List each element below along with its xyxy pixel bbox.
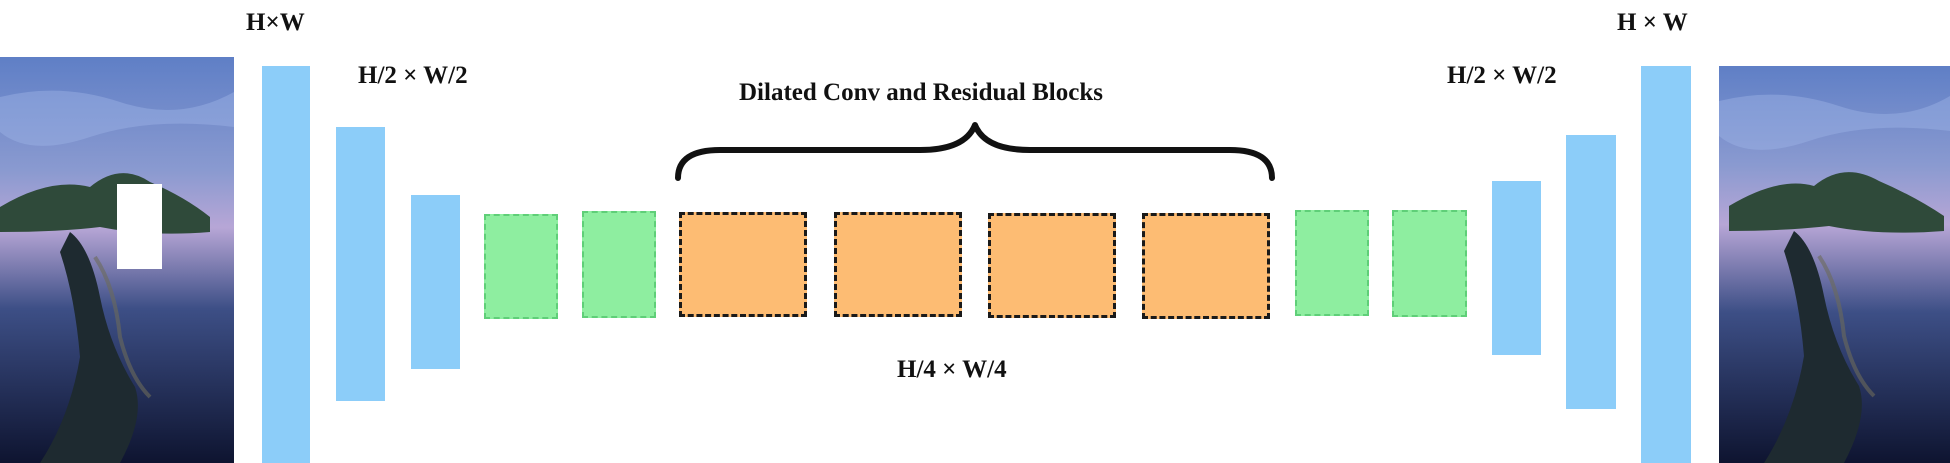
transition-block-1 — [484, 214, 558, 319]
input-image — [0, 57, 234, 463]
decoder-half-size-label: H/2 × W/2 — [1447, 62, 1557, 89]
curly-brace-icon — [675, 122, 1275, 181]
encoder-block-3 — [411, 195, 460, 369]
encoder-half-size-label: H/2 × W/2 — [358, 62, 468, 89]
decoder-block-1 — [1492, 181, 1541, 355]
dilated-residual-block-4 — [1142, 213, 1270, 319]
transition-block-4 — [1392, 210, 1467, 317]
output-image — [1719, 66, 1950, 463]
decoder-block-2 — [1566, 135, 1616, 409]
mask-rectangle — [117, 184, 162, 269]
decoder-block-3 — [1641, 66, 1691, 463]
transition-block-2 — [582, 211, 656, 318]
input-size-label: H×W — [246, 9, 305, 36]
blocks-title-label: Dilated Conv and Residual Blocks — [739, 79, 1103, 106]
encoder-block-1 — [262, 66, 310, 463]
output-size-label: H × W — [1617, 9, 1688, 36]
encoder-block-2 — [336, 127, 385, 401]
transition-block-3 — [1295, 210, 1369, 316]
dilated-residual-block-3 — [988, 213, 1116, 318]
island-photo-output-icon — [1719, 66, 1950, 463]
dilated-residual-block-2 — [834, 212, 962, 317]
dilated-residual-block-1 — [679, 212, 807, 317]
bottleneck-size-label: H/4 × W/4 — [897, 356, 1007, 383]
